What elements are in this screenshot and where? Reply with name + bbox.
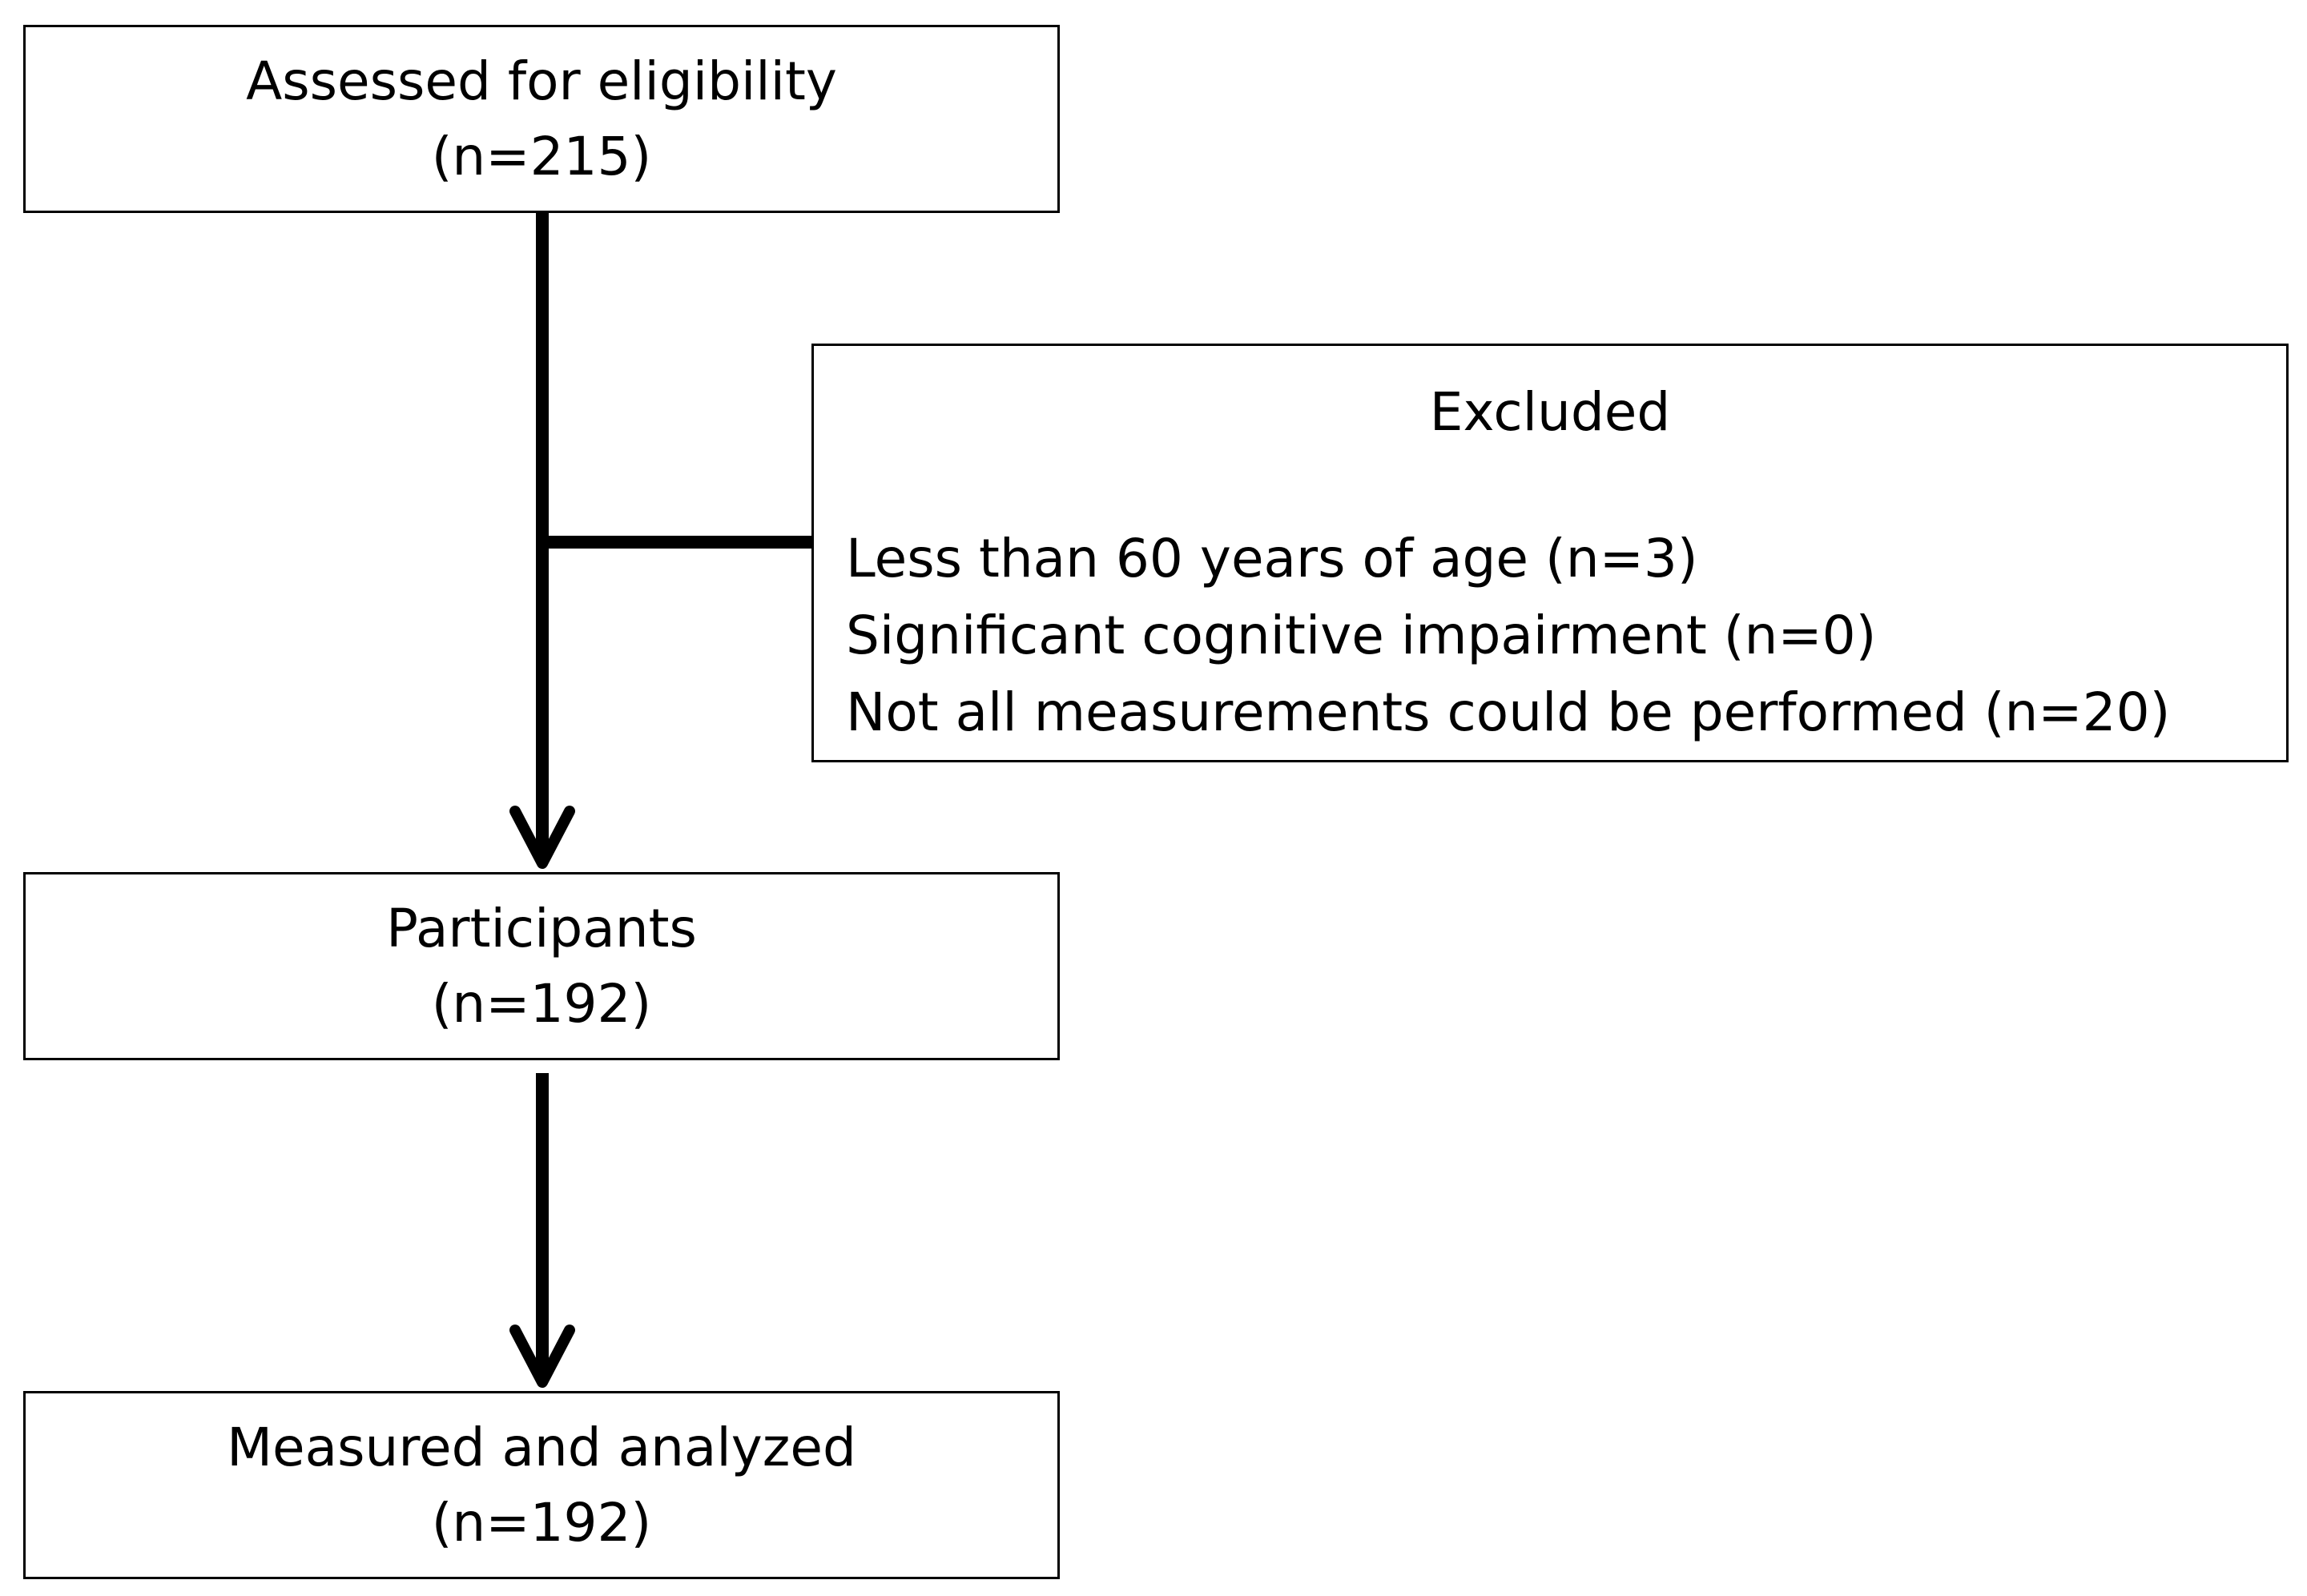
excluded-reason-age: Less than 60 years of age (n=3) [846, 528, 1698, 589]
measured-count: (n=192) [431, 1491, 652, 1554]
excluded-reason-measurements: Not all measurements could be performed … [846, 681, 2171, 743]
assessed-label: Assessed for eligibility [246, 50, 837, 112]
participants-label: Participants [386, 897, 697, 959]
excluded-reasons-list: Less than 60 years of age (n=3) Signific… [846, 521, 2170, 751]
assessed-box: Assessed for eligibility (n=215) [23, 25, 1060, 213]
participants-count: (n=192) [431, 972, 652, 1035]
excluded-box: Excluded Less than 60 years of age (n=3)… [811, 344, 2289, 762]
assessed-count: (n=215) [431, 125, 652, 187]
measured-box: Measured and analyzed (n=192) [23, 1391, 1060, 1579]
arrowhead-participants [509, 806, 575, 869]
arrowhead-measured [509, 1325, 575, 1388]
excluded-title: Excluded [1429, 381, 1671, 443]
participants-box: Participants (n=192) [23, 872, 1060, 1060]
excluded-reason-cognitive: Significant cognitive impairment (n=0) [846, 605, 1877, 666]
measured-label: Measured and analyzed [227, 1416, 856, 1478]
